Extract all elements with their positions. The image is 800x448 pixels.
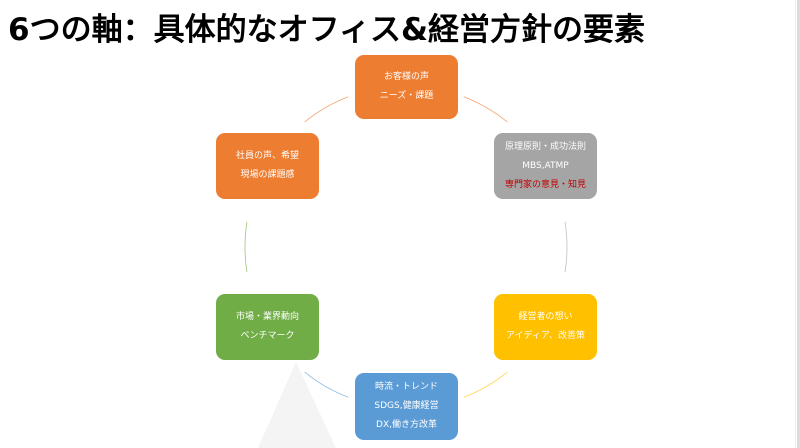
node-executive-vision[interactable]: 経営者の想い アイディア、改善策 [494,294,597,360]
node-principles[interactable]: 原理原則・成功法則 MBS,ATMP 専門家の意見・知見 [494,133,597,199]
node-text: ニーズ・課題 [379,91,434,101]
edge-shadow [795,0,796,448]
node-customer-voice[interactable]: お客様の声 ニーズ・課題 [355,55,458,119]
node-employee-voice[interactable]: 社員の声、希望 現場の課題感 [216,133,319,199]
decorative-triangle [258,362,336,448]
node-text: ベンチマーク [240,331,295,341]
cycle-connector [463,371,508,398]
node-text: 市場・業界動向 [235,312,299,322]
cycle-arcs [244,96,568,398]
node-text: 原理原則・成功法則 [504,141,586,152]
node-text: アイディア、改善策 [505,331,586,341]
cycle-connector [463,96,508,123]
cycle-connector [304,96,349,123]
cycle-connector [564,221,568,273]
node-text: お客様の声 [383,72,429,82]
node-text: 現場の課題感 [240,170,295,180]
node-market[interactable]: 市場・業界動向 ベンチマーク [216,294,319,360]
node-text: MBS,ATMP [522,160,569,171]
node-text: 社員の声、希望 [235,151,299,161]
node-text: 時流・トレンド [374,382,438,392]
node-text-highlight: 専門家の意見・知見 [504,179,586,190]
node-text: DX,働き方改革 [376,420,437,430]
node-trends[interactable]: 時流・トレンド SDGS,健康経営 DX,働き方改革 [355,373,458,440]
node-text: 経営者の想い [518,312,573,322]
node-text: SDGS,健康経営 [374,401,439,411]
slide-title: 6つの軸：具体的なオフィス&経営方針の要素 [8,12,645,48]
edge-shadow [797,0,800,448]
cycle-connector [304,371,349,398]
cycle-connector [244,221,248,273]
